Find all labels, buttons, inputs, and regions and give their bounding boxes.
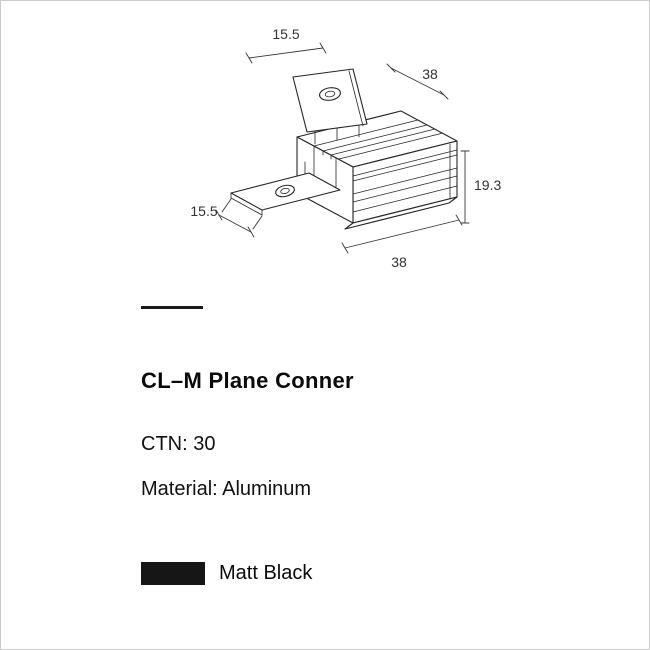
- technical-drawing: 15.5 38 19.3 15.5: [190, 26, 501, 270]
- divider-line: [141, 306, 203, 309]
- dim-label-height: 19.3: [474, 177, 501, 193]
- product-ctn: CTN: 30: [141, 433, 216, 455]
- side-mounting-tab: [230, 172, 341, 216]
- dim-top-tab-width: 15.5: [245, 26, 327, 64]
- dimension-annotations: 15.5 38 19.3 15.5: [190, 26, 501, 270]
- color-swatch-matt-black: [141, 562, 205, 585]
- connector-body: [296, 110, 458, 230]
- dim-label-side-tab-width: 15.5: [190, 203, 217, 219]
- product-title: CL–M Plane Conner: [141, 368, 354, 393]
- side-tab-slot-hole: [275, 184, 295, 198]
- product-material: Material: Aluminum: [141, 478, 312, 500]
- top-mounting-tab: [292, 68, 368, 133]
- dim-label-top-tab-width: 15.5: [272, 26, 299, 42]
- dim-depth: 38: [386, 63, 449, 100]
- dim-label-depth: 38: [422, 66, 438, 82]
- dim-side-tab-width: 15.5: [190, 198, 263, 238]
- finish-label: Matt Black: [219, 562, 313, 584]
- dim-height: 19.3: [460, 150, 501, 224]
- finish-row: Matt Black: [141, 562, 312, 585]
- dim-length: 38: [341, 214, 463, 270]
- dim-label-length: 38: [391, 254, 407, 270]
- top-tab-slot-hole: [319, 87, 341, 101]
